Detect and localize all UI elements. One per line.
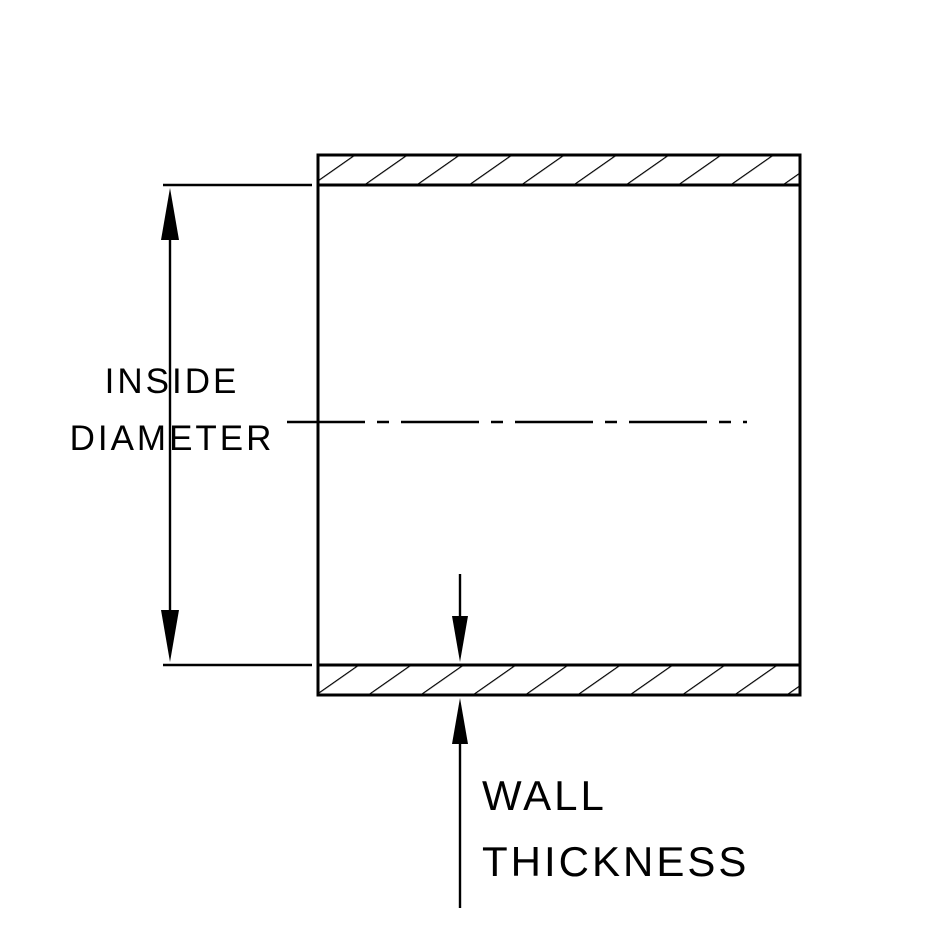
arrow-down-icon	[161, 610, 179, 662]
inside-diameter-dimension: INSIDE DIAMETER	[70, 185, 312, 665]
arrow-up-icon	[161, 188, 179, 240]
inside-diameter-label-line2: DIAMETER	[70, 419, 275, 458]
tube-outline	[318, 155, 800, 695]
tube-cross-section	[287, 155, 800, 695]
inside-diameter-label-line1: INSIDE	[105, 362, 240, 401]
top-wall-hatch	[318, 155, 800, 185]
arrow-down-icon	[452, 616, 468, 662]
wall-thickness-label-line1: WALL	[482, 772, 607, 819]
arrow-up-icon	[452, 698, 468, 744]
wall-thickness-dimension: WALL THICKNESS	[452, 574, 749, 908]
wall-thickness-label-line2: THICKNESS	[482, 838, 749, 885]
bottom-wall-hatch	[318, 665, 800, 695]
